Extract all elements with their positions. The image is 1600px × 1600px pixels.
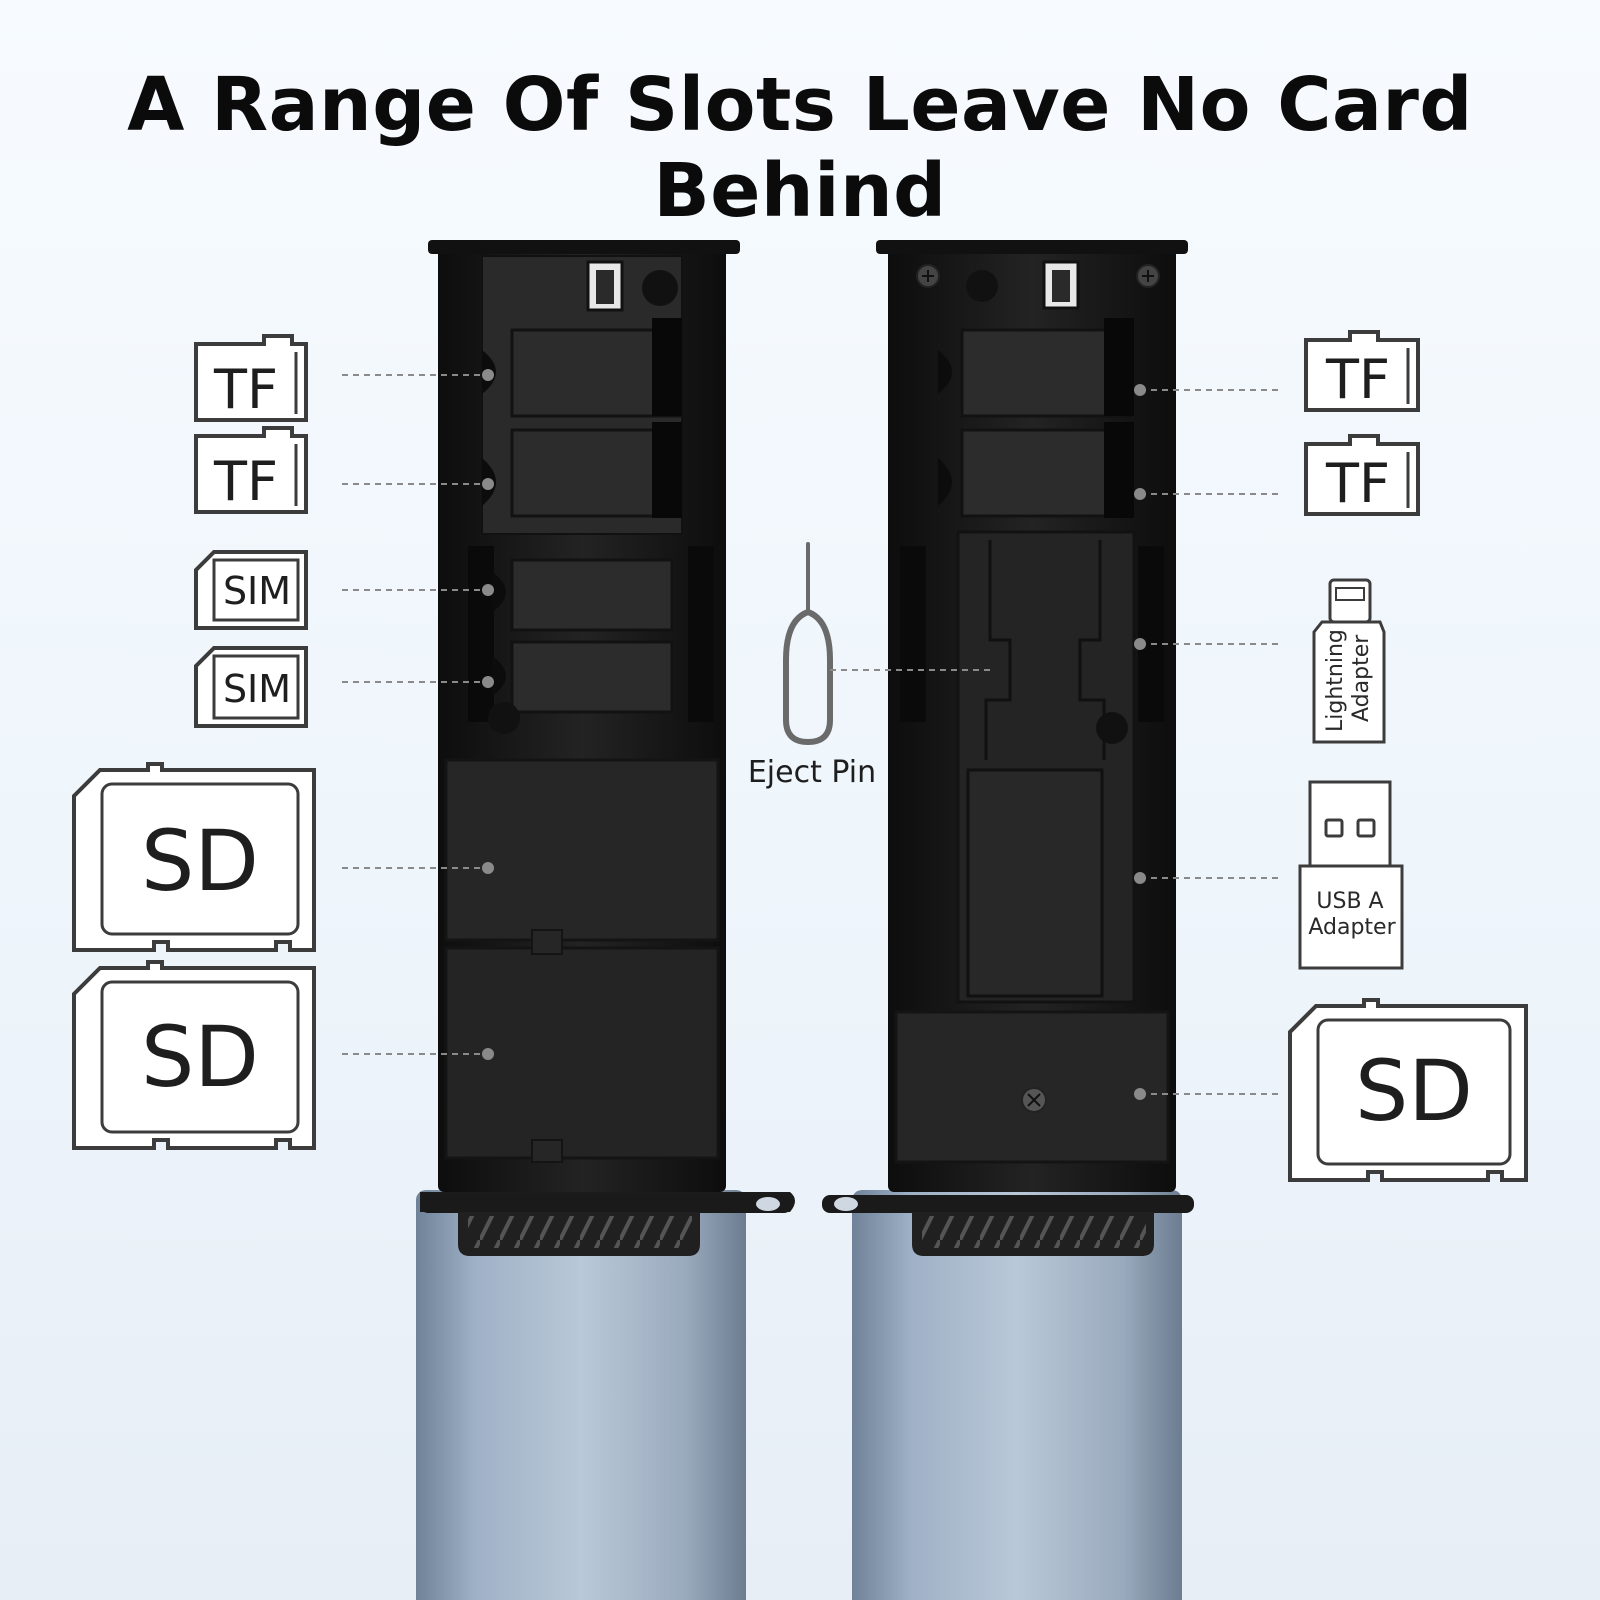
sd-card-icon: SD — [1288, 998, 1528, 1182]
tf-card-label: TF — [1325, 348, 1390, 411]
right-aluminum-sleeve — [852, 1190, 1182, 1600]
sim-card-icon: SIM — [194, 646, 308, 728]
lightning-adapter-icon: Lightning Adapter — [1312, 578, 1386, 744]
left-case — [416, 240, 795, 1600]
eject-pin-label: Eject Pin — [748, 755, 876, 790]
sd-card-icon: SD — [72, 762, 316, 952]
usb-adapter-label: Adapter — [1308, 915, 1396, 940]
tf-card-label: TF — [1325, 452, 1390, 515]
sd-card-label: SD — [1355, 1042, 1473, 1140]
right-case — [822, 240, 1194, 1600]
left-aluminum-sleeve — [416, 1190, 746, 1600]
usb-adapter-label: USB A — [1316, 889, 1383, 914]
tf-card-icon: TF — [194, 426, 308, 514]
left-tf-slot-1 — [482, 318, 682, 418]
sim-card-label: SIM — [223, 667, 291, 711]
leader-lines — [342, 374, 1278, 1095]
headline: A Range Of Slots Leave No Card Behind — [127, 62, 1473, 234]
sd-card-label: SD — [141, 1008, 259, 1106]
left-tf-slot-2 — [482, 422, 682, 518]
sim-card-label: SIM — [223, 569, 291, 613]
usb-adapter-icon: USB A Adapter — [1298, 780, 1404, 970]
right-tf-slot-2 — [938, 422, 1134, 518]
left-sim-slot-2 — [488, 640, 674, 734]
lightning-adapter-label: Adapter — [1349, 634, 1374, 722]
tf-card-icon: TF — [1304, 434, 1420, 516]
right-tf-slot-1 — [938, 318, 1134, 418]
left-sd-slot-1 — [444, 758, 720, 942]
eject-pin-icon — [783, 542, 833, 746]
left-sim-slot-1 — [468, 546, 714, 722]
leader-dots — [482, 369, 1146, 1100]
tf-card-icon: TF — [1304, 330, 1420, 412]
sim-card-icon: SIM — [194, 550, 308, 630]
lightning-adapter-label: Lightning — [1323, 629, 1348, 732]
sd-card-icon: SD — [72, 960, 316, 1150]
right-sd-slot — [894, 1010, 1170, 1164]
tf-card-label: TF — [213, 358, 278, 421]
sd-card-label: SD — [141, 812, 259, 910]
tf-card-icon: TF — [194, 334, 308, 422]
tf-card-label: TF — [213, 450, 278, 513]
